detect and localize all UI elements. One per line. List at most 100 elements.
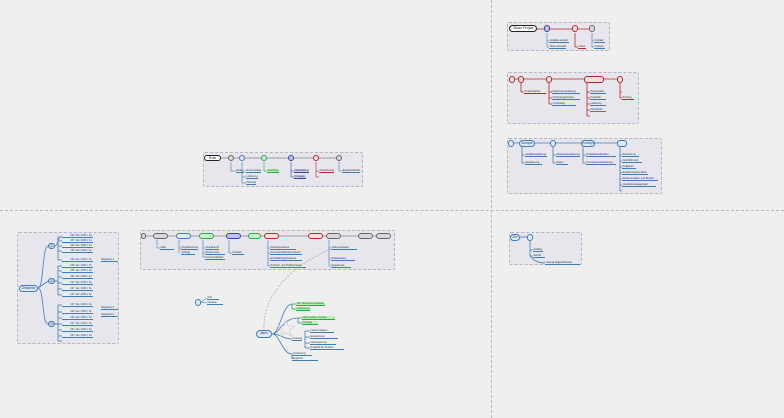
long-flow-tag: Dokumentation	[331, 246, 357, 250]
timeline-branch-node-1[interactable]: Q1	[48, 243, 55, 249]
long-flow-node-7[interactable]	[308, 233, 323, 239]
timeline-date-item: 235 Jan 2026 | Ko	[62, 310, 93, 315]
timeline-date-item: 236 Jan 2026 | Ko	[62, 244, 93, 249]
top-right-tag: Aufgabe erstellt	[549, 39, 569, 43]
mindmap-tag: Konzept	[292, 337, 302, 341]
center-flow-tag: Lieferung	[246, 175, 258, 179]
small-flow-tag: Lösung abgeschlossen	[545, 261, 580, 265]
red-flow-tag: Abschluss	[590, 108, 606, 112]
small-flow-tag: Anfang	[533, 248, 543, 252]
blue-flow-tag: Ergebnispräsentation	[622, 171, 648, 175]
top-right-node-3[interactable]	[589, 25, 595, 32]
red-flow-tag: Lieferung	[590, 102, 606, 106]
center-flow-node-5[interactable]	[313, 155, 319, 161]
long-flow-node-2[interactable]	[176, 233, 191, 239]
timeline-date-item: 237 Jan 2026 | Ko	[62, 322, 93, 327]
red-flow-node-1[interactable]	[518, 76, 524, 83]
mindmap-tag: Neue Funktion	[310, 329, 334, 333]
center-flow-node-4[interactable]	[288, 155, 294, 161]
mindmap-tag: Prototyp	[302, 321, 318, 325]
center-flow-tag: Freigabe	[294, 175, 306, 179]
long-flow-node-6[interactable]	[264, 233, 279, 239]
long-flow-tag: Start	[160, 246, 174, 250]
blue-flow-tag: Ressourcenplanung	[556, 153, 580, 157]
timeline-date-item: 236 Jan 2026 | Ko	[62, 258, 93, 263]
timeline-root-node[interactable]: Zeitachse	[19, 285, 38, 292]
blue-flow-tag: Projektkoordination	[586, 153, 616, 157]
red-flow-tag: Serviceplan	[590, 90, 606, 94]
long-flow-tag: Kommunikation	[205, 256, 225, 260]
long-flow-node-5[interactable]	[248, 233, 261, 239]
center-flow-node-3[interactable]	[261, 155, 267, 161]
blue-flow-node-2[interactable]	[550, 140, 556, 147]
center-flow-tag: Kommunikation	[246, 169, 261, 173]
red-flow-tag: Controlling	[552, 102, 576, 106]
long-flow-node-9[interactable]	[358, 233, 373, 239]
long-flow-node-10[interactable]	[376, 233, 391, 239]
top-right-node-1[interactable]	[544, 25, 550, 32]
center-flow-tag: Ergebnisbericht	[342, 169, 360, 173]
star-icon	[276, 318, 296, 338]
long-flow-tag: Auftrag	[181, 251, 195, 255]
mindmap-tag: Verbesserung	[310, 341, 336, 345]
timeline-note: Ergebnis 3	[101, 313, 118, 317]
blue-flow-tag: Daten	[556, 161, 568, 165]
floating-node[interactable]	[195, 299, 201, 306]
mindmap-tag: Kreative Lösung	[307, 316, 335, 320]
timeline-note: Ergebnis 1	[101, 258, 118, 262]
timeline-date-item: 235 Jan 2026 | Ko	[62, 269, 93, 274]
timeline-date-item: 235 Jan 2026 | Ko	[62, 249, 93, 254]
blue-flow-node-1[interactable]: Analyse	[519, 140, 535, 147]
blue-flow-tag: Zeitplanung	[525, 161, 542, 165]
small-flow-node-1[interactable]	[527, 234, 533, 241]
red-flow-tag: Projektaufbau	[524, 90, 546, 94]
center-flow-node-2[interactable]	[239, 155, 245, 161]
top-right-tag: Kontakt	[594, 39, 605, 43]
long-flow-tag: Projektinformation	[181, 246, 198, 250]
mindmap-tag: Umsetzung	[292, 352, 312, 356]
timeline-note: Ergebnis 2	[101, 306, 118, 310]
mindmap-center-node[interactable]: Ideen	[256, 330, 272, 338]
long-flow-node-0[interactable]	[141, 233, 146, 239]
blue-flow-node-0[interactable]	[508, 140, 514, 147]
red-flow-node-2[interactable]	[546, 76, 552, 83]
long-flow-tag: Arbeitsprozesse	[270, 246, 296, 250]
small-flow-tag: Schritt	[533, 254, 545, 258]
top-right-node-2[interactable]	[572, 25, 578, 32]
blue-flow-tag: Zielsetzung	[622, 153, 639, 157]
long-flow-tag: Präsentation	[331, 257, 355, 261]
center-flow-tag: Planung	[246, 181, 256, 185]
long-flow-tag: Kommunikationsprozesse	[270, 251, 302, 255]
long-flow-tag: Kontakt	[232, 251, 244, 255]
small-flow-root-node[interactable]: Ziel	[510, 234, 520, 241]
long-flow-tag: Entwicklungsprozesse	[270, 257, 302, 261]
mindmap-tag: Anpassung	[296, 307, 310, 311]
center-flow-tag: Ablaufplanung	[294, 169, 309, 173]
long-flow-node-1[interactable]	[153, 233, 168, 239]
center-flow-node-6[interactable]	[336, 155, 342, 161]
section-divider-vertical	[491, 0, 492, 418]
long-flow-node-3[interactable]	[199, 233, 214, 239]
long-flow-node-8[interactable]	[326, 233, 341, 239]
red-flow-node-3[interactable]	[584, 76, 604, 83]
center-flow-root-node[interactable]: Rolle	[204, 155, 221, 161]
timeline-date-item: 237 Jan 2026 | Ko	[62, 334, 93, 339]
top-right-tag: Analyse	[594, 45, 605, 49]
mindmap-tag: Idee	[302, 316, 310, 320]
blue-flow-node-3[interactable]: Konzept	[581, 140, 595, 147]
timeline-date-item: 237 Jan 2026 | Ko	[62, 287, 93, 292]
blue-flow-tag: Dokumentation und Bericht	[622, 177, 658, 181]
timeline-date-item: 236 Jan 2026 | Ko	[62, 275, 93, 280]
center-flow-node-1[interactable]	[228, 155, 234, 161]
timeline-date-item: 237 Jan 2026 | Ko	[62, 303, 93, 308]
long-flow-node-4[interactable]	[226, 233, 241, 239]
red-flow-node-0[interactable]	[509, 76, 515, 83]
timeline-branch-node-2[interactable]: Q2	[48, 278, 55, 284]
center-flow-tag: Zuordnung	[267, 169, 279, 173]
timeline-branch-node-3[interactable]: Q3	[48, 321, 55, 327]
long-flow-tag: Ressourcen	[205, 251, 225, 255]
top-right-root-node[interactable]: Skizze Projekt	[509, 25, 537, 32]
mindmap-tag: Ergebnis	[292, 357, 318, 361]
blue-flow-node-4[interactable]	[617, 140, 627, 147]
red-flow-node-4[interactable]	[617, 76, 623, 83]
